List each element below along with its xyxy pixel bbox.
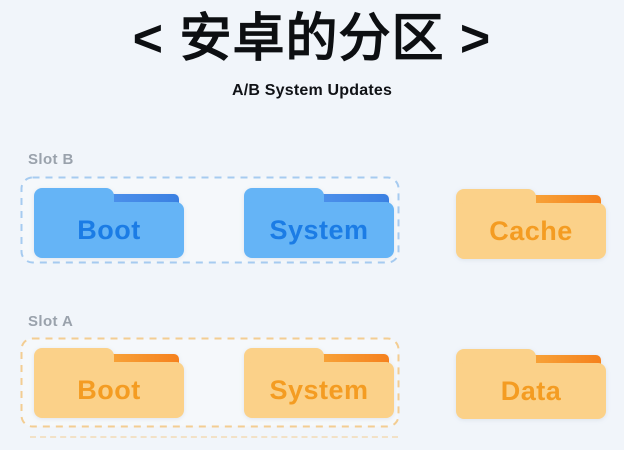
- folder-data: Data: [456, 349, 606, 419]
- page-title: < 安卓的分区 >: [132, 10, 492, 68]
- folder-icon: [456, 189, 606, 259]
- folder-label: System: [269, 375, 369, 405]
- slot-a-label: Slot A: [28, 313, 74, 330]
- folder-label: Cache: [489, 216, 573, 246]
- folder-boot-slot-b: Boot: [34, 188, 184, 258]
- folder-icon: [244, 348, 394, 418]
- page-subtitle: A/B System Updates: [231, 82, 393, 99]
- partial-dashed-line: [30, 436, 398, 438]
- folder-label: Boot: [77, 215, 141, 245]
- folder-label: Data: [500, 376, 562, 406]
- folder-system-slot-a: System: [244, 348, 394, 418]
- slot-b-label: Slot B: [28, 151, 74, 168]
- folder-icon: [244, 188, 394, 258]
- folder-boot-slot-a: Boot: [34, 348, 184, 418]
- folder-system-slot-b: System: [244, 188, 394, 258]
- folder-label: Boot: [77, 375, 141, 405]
- folder-icon: [34, 188, 184, 258]
- folder-cache: Cache: [456, 189, 606, 259]
- folder-icon: [34, 348, 184, 418]
- folder-icon: [456, 349, 606, 419]
- folder-label: System: [269, 215, 369, 245]
